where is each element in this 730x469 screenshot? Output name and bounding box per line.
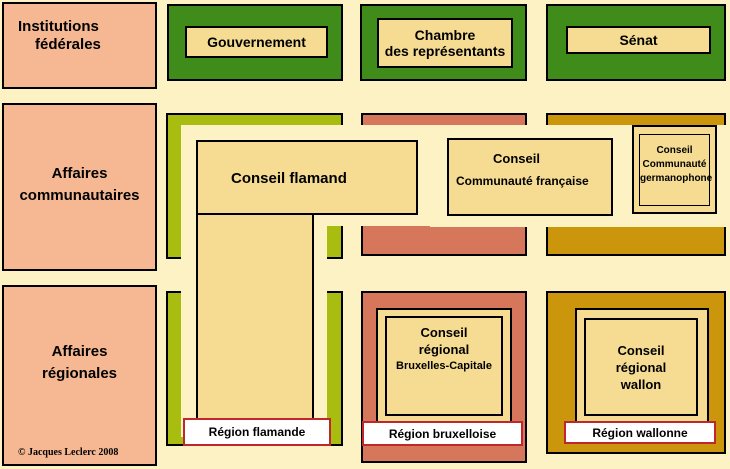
conseil-wallon-inner: Conseil régional wallon — [584, 318, 698, 416]
conseil-wallon-line2: régional — [615, 360, 667, 375]
conseil-germanophone-inner: Conseil Communauté germanophone — [639, 134, 713, 206]
federal-chamber-panel: Chambre des représentants — [360, 4, 527, 81]
conseil-wallon-line3: wallon — [620, 377, 662, 392]
row-header-federal-line1: Institutions — [18, 18, 99, 35]
row-header-federal-line2: fédérales — [35, 36, 101, 53]
conseil-bruxelles-line2: régional — [418, 342, 470, 357]
chambre-box: Chambre des représentants — [377, 18, 513, 68]
conseil-bruxelles-line3: Bruxelles-Capitale — [396, 360, 492, 372]
conseil-francaise-line1: Conseil — [493, 151, 540, 166]
conseil-germanophone-line3: germanophone — [640, 173, 713, 184]
row-header-regional-line2: régionales — [41, 365, 118, 382]
conseil-francaise-line2: Communauté française — [456, 174, 589, 188]
chambre-line2: des représentants — [384, 43, 506, 59]
row-header-regional: Affaires régionales © Jacques Leclerc 20… — [2, 285, 157, 466]
conseil-germanophone-box: Conseil Communauté germanophone — [632, 125, 717, 214]
copyright: © Jacques Leclerc 2008 — [18, 447, 119, 458]
row-header-regional-line1: Affaires — [51, 343, 108, 360]
federal-senate-panel: Sénat — [546, 4, 726, 81]
conseil-germanophone-line1: Conseil — [656, 145, 693, 156]
conseil-bruxelles-outer: Conseil régional Bruxelles-Capitale — [376, 308, 512, 424]
conseil-bruxelles-line1: Conseil — [420, 325, 468, 340]
conseil-germanophone-line2: Communauté — [642, 159, 707, 170]
gouvernement-box: Gouvernement — [185, 26, 328, 58]
conseil-wallon-outer: Conseil régional wallon — [575, 308, 709, 424]
row-header-community-line2: communautaires — [19, 187, 140, 204]
federal-government-panel: Gouvernement — [167, 4, 343, 81]
region-flamande-label: Région flamande — [183, 418, 331, 446]
conseil-flamand-label: Conseil flamand — [231, 170, 347, 187]
row-header-federal: Institutions fédérales — [2, 2, 157, 89]
conseil-bruxelles-inner: Conseil régional Bruxelles-Capitale — [385, 316, 503, 416]
region-bruxelloise-label: Région bruxelloise — [362, 421, 523, 446]
conseil-francaise-box: Conseil Communauté française — [447, 138, 613, 216]
region-wallonne-label: Région wallonne — [564, 421, 716, 444]
row-header-community-line1: Affaires — [51, 165, 108, 182]
conseil-flamand-join — [198, 142, 312, 213]
senat-box: Sénat — [566, 26, 711, 54]
chambre-line1: Chambre — [414, 27, 476, 43]
row-header-community: Affaires communautaires — [2, 103, 157, 271]
conseil-wallon-line1: Conseil — [617, 343, 665, 358]
